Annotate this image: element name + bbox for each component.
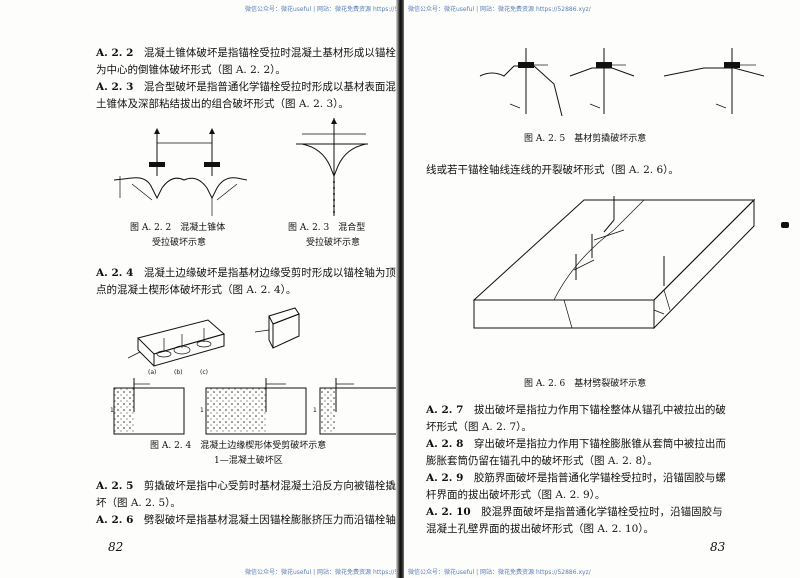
section-id: A. 2. 6 xyxy=(96,514,134,526)
section-id: A. 2. 2 xyxy=(96,47,134,59)
figure-a25-pry-out xyxy=(479,48,765,117)
section-a28-line2: 膨胀套筒仍留在锚孔中的破坏形式（图 A. 2. 8）。 xyxy=(426,455,658,467)
figure-a23-caption-line2: 受拉破坏示意 xyxy=(306,238,361,248)
section-a210-line2: 混凝土孔壁界面的拔出破坏形式（图 A. 2. 10）。 xyxy=(426,523,655,535)
section-a27-line2: 坏形式（图 A. 2. 7）。 xyxy=(426,421,532,433)
figure-a24-slab-views: (a) (b) (c) xyxy=(128,319,226,376)
watermark-bottom-left: 微信公众号：微花useful | 网站：微花免费资源 https://52886… xyxy=(245,569,428,576)
section-a25-line2: 坏（图 A. 2. 5）。 xyxy=(96,497,181,509)
section-a23-line1: A. 2. 3 混合型破坏是指普通化学锚栓受拉时形成以基材表面混凝 xyxy=(96,81,407,93)
figure-a26-splitting xyxy=(472,196,756,330)
svg-text:1: 1 xyxy=(110,407,114,414)
watermark-top-left: 微信公众号：微花useful | 网站：微花免费资源 https://52886… xyxy=(245,6,428,13)
figure-a23-caption-line1: 图 A. 2. 3 混合型 xyxy=(288,223,366,233)
section-a23-line2: 土锥体及深部粘结拔出的组合破坏形式（图 A. 2. 3）。 xyxy=(96,98,349,110)
section-a26-line1: A. 2. 6 劈裂破坏是指基材混凝土因锚栓膨胀挤压力而沿锚栓轴 xyxy=(96,514,396,526)
section-id: A. 2. 8 xyxy=(426,438,464,450)
section-id: A. 2. 4 xyxy=(96,267,134,279)
left-page: 微信公众号：微花useful | 网站：微花免费资源 https://52886… xyxy=(0,0,428,578)
figure-a25-caption: 图 A. 2. 5 基材剪撬破坏示意 xyxy=(524,134,647,144)
figure-a24-note: 1—混凝土破坏区 xyxy=(214,456,283,466)
figure-a24-caption: 图 A. 2. 4 混凝土边缘楔形体受剪破坏示意 xyxy=(150,441,327,451)
figure-label-b: (b) xyxy=(174,369,183,376)
figure-label-a: (a) xyxy=(148,369,156,376)
section-a24-line2: 点的混凝土楔形体破坏形式（图 A. 2. 4）。 xyxy=(96,284,297,296)
watermark-top-right: 微信公众号：微花useful | 网站：微花免费资源 https://52886… xyxy=(408,6,591,13)
section-a210-line1: A. 2. 10 胶混界面破坏是指普通化学锚栓受拉时，沿锚固胶与 xyxy=(426,506,723,518)
section-id: A. 2. 7 xyxy=(426,404,464,416)
scan-edge-mark xyxy=(781,222,789,228)
svg-text:1: 1 xyxy=(200,407,204,414)
figure-a26-caption: 图 A. 2. 6 基材劈裂破坏示意 xyxy=(524,379,647,389)
page-number-right: 83 xyxy=(710,540,726,554)
section-a22-line1: A. 2. 2 混凝土锥体破坏是指锚栓受拉时混凝土基材形成以锚栓 xyxy=(96,47,396,59)
right-page: 微信公众号：微花useful | 网站：微花免费资源 https://52886… xyxy=(404,0,800,578)
figure-a24-edge-sections: 1 1 1 xyxy=(110,378,399,435)
section-a29-line2: 杆界面的拔出破坏形式（图 A. 2. 9）。 xyxy=(426,489,606,501)
figure-label-c: (c) xyxy=(200,369,208,376)
section-id: A. 2. 5 xyxy=(96,480,134,492)
svg-text:1: 1 xyxy=(313,407,317,414)
section-a24-line1: A. 2. 4 混凝土边缘破坏是指基材边缘受剪时形成以锚栓轴为顶 xyxy=(96,267,396,279)
watermark-bottom-right: 微信公众号：微花useful | 网站：微花免费资源 https://52886… xyxy=(408,569,591,576)
figure-a22-concrete-cone xyxy=(113,128,247,216)
figure-a24-corner-view xyxy=(255,307,300,349)
figure-a22-caption-line1: 图 A. 2. 2 混凝土锥体 xyxy=(130,223,226,233)
section-a29-line1: A. 2. 9 胶筋界面破坏是指普通化学锚栓受拉时，沿锚固胶与螺 xyxy=(426,472,726,484)
section-a28-line1: A. 2. 8 穿出破坏是指拉力作用下锚栓膨胀锥从套筒中被拉出而 xyxy=(426,438,726,450)
book-gutter xyxy=(396,0,406,578)
section-id: A. 2. 3 xyxy=(96,81,134,93)
figure-a22-caption-line2: 受拉破坏示意 xyxy=(152,238,207,248)
figure-a23-mixed-failure xyxy=(296,118,368,216)
section-a25-line1: A. 2. 5 剪撬破坏是指中心受剪时基材混凝土沿反方向被锚栓撬 xyxy=(96,480,396,492)
page-number-left: 82 xyxy=(108,540,124,554)
section-a27-line1: A. 2. 7 拔出破坏是指拉力作用下锚栓整体从锚孔中被拉出的破 xyxy=(426,404,726,416)
section-id: A. 2. 9 xyxy=(426,472,464,484)
section-a22-line2: 为中心的倒锥体破坏形式（图 A. 2. 2）。 xyxy=(96,64,286,76)
section-a26-continuation: 线或若干锚栓轴线连线的开裂破坏形式（图 A. 2. 6）。 xyxy=(426,164,679,176)
section-id: A. 2. 10 xyxy=(426,506,471,518)
